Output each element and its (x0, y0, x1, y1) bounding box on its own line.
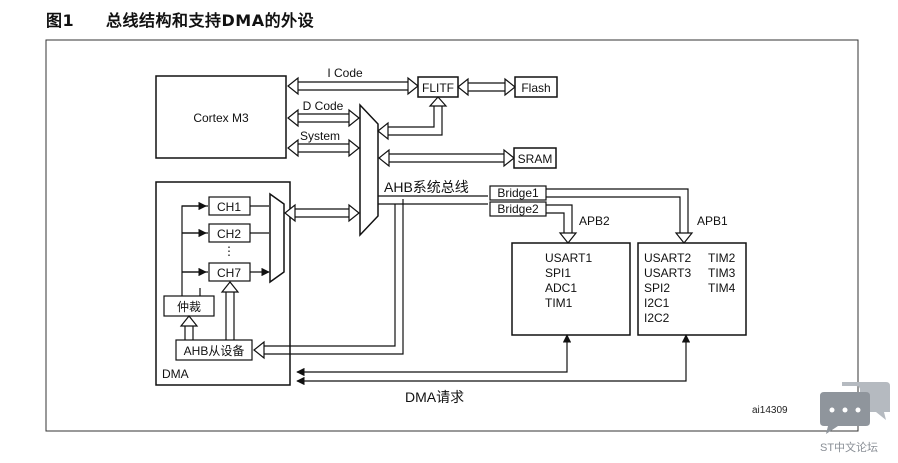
diagram.apb1_peripherals_col2-item: TIM4 (708, 281, 736, 295)
figure-number: 图1 (46, 11, 75, 30)
arbiter-label: 仲裁 (177, 300, 201, 314)
flash-block: Flash (514, 76, 558, 98)
icode-bus: I Code (287, 66, 419, 96)
bridge1-label: Bridge1 (497, 186, 539, 200)
diagram.apb1_peripherals_col1-item: I2C2 (644, 311, 670, 325)
dcode-bus: D Code (287, 99, 360, 128)
system-bus: System (287, 129, 360, 158)
diagram.apb1_peripherals_col2-item: TIM3 (708, 266, 736, 280)
diagram.apb1_peripherals_col1-item: USART3 (644, 266, 691, 280)
dma-to-matrix-bus (284, 203, 360, 223)
apb1-bus: APB1 (546, 188, 728, 244)
flitf-block: FLITF (417, 76, 459, 98)
ch2-label: CH2 (217, 227, 241, 241)
figure-caption: 图1 总线结构和支持DMA的外设 (46, 7, 314, 31)
dcode-label: D Code (303, 99, 344, 113)
flitf-flash-bus (457, 77, 516, 97)
ahb-slave-block: AHB从设备 (175, 339, 253, 361)
ahb-system-bus (378, 195, 488, 205)
flitf-label: FLITF (422, 81, 454, 95)
channel-to-mux-lines (250, 205, 269, 272)
bridge2-label: Bridge2 (497, 202, 539, 216)
diagram.apb2_peripherals-item: TIM1 (545, 296, 573, 310)
icode-label: I Code (327, 66, 363, 80)
apb2-bus: APB2 (546, 204, 610, 244)
diagram.apb1_peripherals_col1-item: USART2 (644, 251, 691, 265)
sram-block: SRAM (513, 147, 557, 169)
cortex-m3-block: Cortex M3 (155, 75, 287, 159)
matrix-sram-bus (378, 148, 515, 168)
bus-matrix (359, 103, 379, 237)
diagram.apb1_peripherals_col1-item: SPI2 (644, 281, 670, 295)
ahb-slave-label: AHB从设备 (184, 344, 245, 358)
dma-request-lines: DMA请求 (296, 334, 691, 405)
channel-mux (269, 192, 285, 284)
slave-to-channels-arrow (220, 281, 240, 340)
figure-title: 总线结构和支持DMA的外设 (106, 11, 315, 30)
diagram.apb2_peripherals-item: ADC1 (545, 281, 577, 295)
slave-to-arbiter-arrow (179, 315, 199, 340)
sram-label: SRAM (518, 152, 553, 166)
apb2-label: APB2 (579, 214, 610, 228)
diagram.apb2_peripherals-item: SPI1 (545, 266, 571, 280)
watermark-text: ST中文论坛 (820, 440, 878, 454)
watermark: ST中文论坛 (820, 382, 890, 454)
diagram.apb2_peripherals-item: USART1 (545, 251, 592, 265)
dma-label: DMA (162, 367, 189, 381)
dma-request-label: DMA请求 (405, 389, 464, 405)
diagram.apb1_peripherals_col1-item: I2C1 (644, 296, 670, 310)
bridge1-block: Bridge1 (489, 185, 547, 201)
flash-label: Flash (521, 81, 550, 95)
bridge2-block: Bridge2 (489, 201, 547, 217)
channel-ellipsis: ⋮ (223, 244, 235, 258)
ch7-label: CH7 (217, 266, 241, 280)
arbiter-block: 仲裁 (163, 295, 215, 317)
apb1-label: APB1 (697, 214, 728, 228)
dma-channel-ch2: CH2 (208, 223, 251, 243)
dma-channel-ch7: CH7 (208, 262, 251, 282)
system-label: System (300, 129, 340, 143)
cortex-m3-label: Cortex M3 (193, 111, 249, 125)
matrix-flitf-bus (377, 96, 448, 141)
dma-channel-ch1: CH1 (208, 196, 251, 216)
diagram.apb1_peripherals_col2-item: TIM2 (708, 251, 736, 265)
ahb-bus-label: AHB系统总线 (384, 179, 469, 195)
chat-bubble-icon (820, 382, 890, 434)
figure-code: ai14309 (752, 405, 788, 416)
ch1-label: CH1 (217, 200, 241, 214)
